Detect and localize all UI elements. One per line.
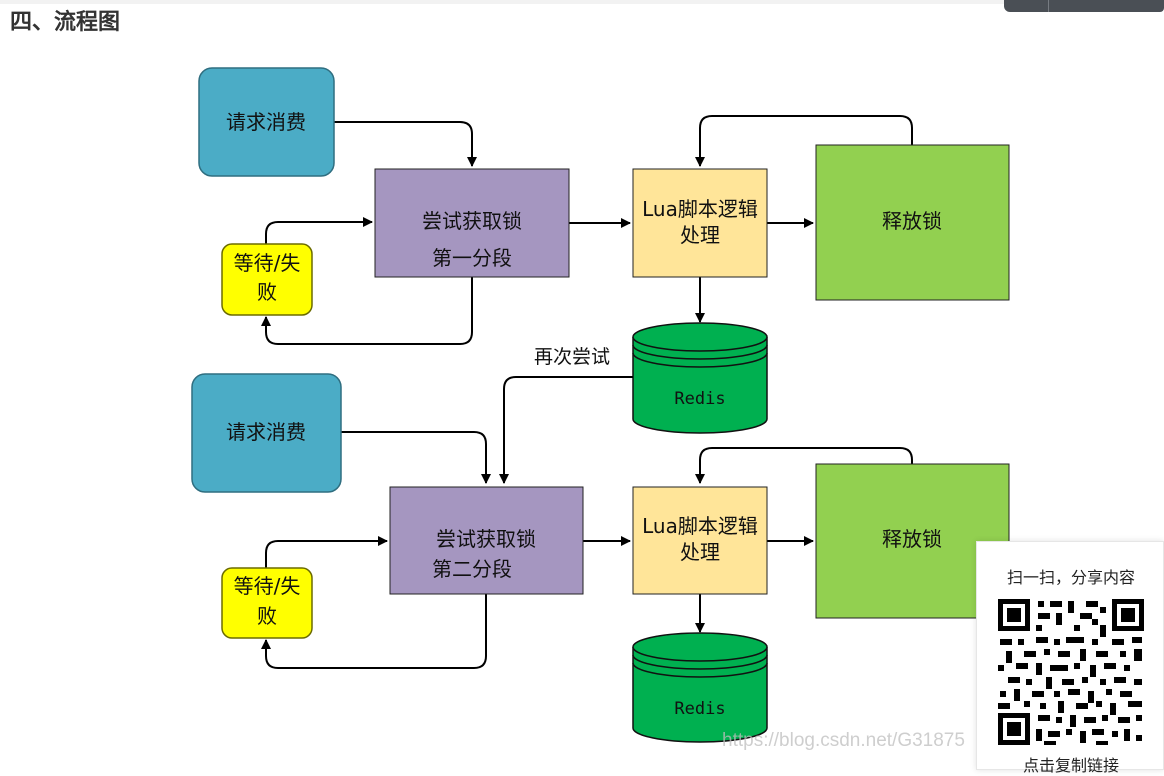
lua-label-line2-bottom: 处理 (680, 540, 720, 564)
request-label-top: 请求消费 (226, 110, 306, 134)
wait-label-line2-bottom: 败 (257, 604, 277, 628)
watermark: https://blog.csdn.net/G31875 (722, 730, 965, 751)
wait-node-top: 等待/失 败 (221, 243, 313, 316)
edge-wait-to-acquire-top (265, 217, 373, 244)
retry-label: 再次尝试 (534, 346, 610, 368)
edge-wait-to-acquire-bottom (265, 536, 388, 568)
edge-request-to-acquire-bottom (341, 431, 491, 484)
qr-code-icon (996, 597, 1146, 747)
release-label-top: 释放锁 (882, 209, 942, 233)
edge-acquire-to-wait-top (261, 277, 473, 345)
wait-node-bottom: 等待/失 败 (221, 567, 313, 639)
lua-label-line1-bottom: Lua脚本逻辑 (642, 514, 758, 538)
acquire-label-top: 尝试获取锁 (422, 209, 522, 233)
request-node-bottom: 请求消费 (191, 373, 342, 493)
edge-release-to-lua-top (695, 115, 913, 167)
toolbar-corner[interactable] (1004, 0, 1164, 12)
edge-redis-retry (499, 376, 633, 484)
lua-label-line1-top: Lua脚本逻辑 (642, 197, 758, 221)
acquire-label-bottom: 尝试获取锁 (436, 527, 536, 551)
redis-label-bottom: Redis (674, 699, 725, 719)
acquire-node-top: 尝试获取锁 第一分段 (374, 168, 570, 278)
wait-label-line2-top: 败 (257, 280, 277, 304)
edge-request-to-acquire-top (334, 121, 477, 167)
redis-node-bottom: Redis (632, 632, 768, 743)
wait-label-line1-top: 等待/失 (234, 251, 301, 275)
toolbar-divider (1048, 0, 1049, 12)
segment-label-top: 第一分段 (432, 246, 512, 270)
redis-label-top: Redis (674, 389, 725, 409)
request-label-bottom: 请求消费 (226, 420, 306, 444)
request-node-top: 请求消费 (198, 67, 335, 177)
acquire-node-bottom: 尝试获取锁 第二分段 (389, 486, 584, 595)
copy-link-button[interactable]: 点击复制链接 (1022, 756, 1119, 775)
lua-node-bottom: Lua脚本逻辑 处理 (632, 486, 768, 595)
section-title: 四、流程图 (10, 10, 121, 35)
share-panel: 扫一扫，分享内容 点击复制链接 (976, 541, 1164, 775)
share-title: 扫一扫，分享内容 (1006, 568, 1135, 587)
lua-node-top: Lua脚本逻辑 处理 (632, 168, 768, 278)
edge-release-to-lua-bottom (695, 447, 913, 484)
segment-label-bottom: 第二分段 (432, 557, 512, 581)
release-node-top: 释放锁 (815, 144, 1010, 301)
lua-label-line2-top: 处理 (680, 223, 720, 247)
top-scroll-bar (0, 0, 1164, 4)
wait-label-line1-bottom: 等待/失 (234, 574, 301, 598)
release-label-bottom: 释放锁 (882, 527, 942, 551)
edge-acquire-to-wait-bottom (261, 594, 487, 669)
redis-node-top: Redis (632, 322, 768, 434)
